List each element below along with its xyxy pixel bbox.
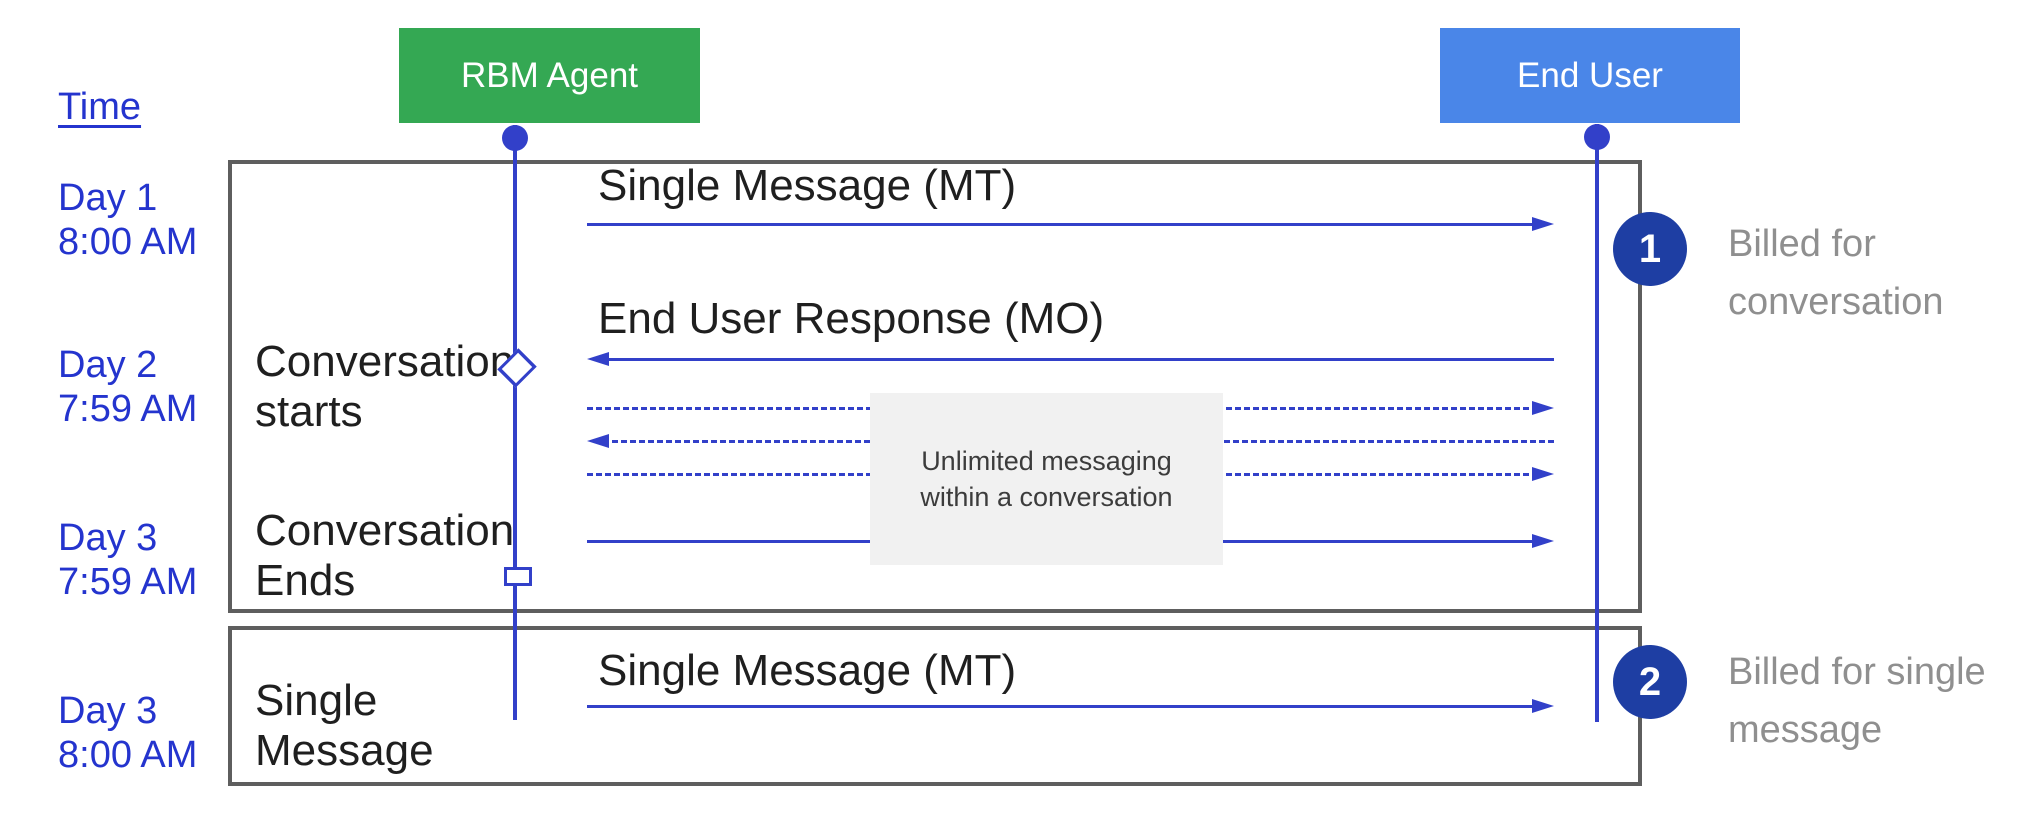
timestamp-time: 7:59 AM xyxy=(58,561,198,603)
arrow-head-right-icon xyxy=(1532,401,1554,415)
arrow-label-end-user-response-mo: End User Response (MO) xyxy=(598,294,1105,343)
arrow-head-right-icon xyxy=(1532,534,1554,548)
arrow-shaft xyxy=(587,705,1538,708)
badge-2: 2 xyxy=(1613,645,1687,719)
timestamp-time: 7:59 AM xyxy=(58,388,198,430)
arrow-head-left-icon xyxy=(587,434,609,448)
timestamp-day: Day 1 xyxy=(58,177,158,219)
unlimited-messaging-note: Unlimited messaging within a conversatio… xyxy=(870,393,1223,565)
conversation-starts-label: Conversation starts xyxy=(255,337,515,436)
time-axis-label: Time xyxy=(58,86,142,128)
timestamp-day1: Day 1 8:00 AM xyxy=(58,176,258,264)
arrow-head-right-icon xyxy=(1532,217,1554,231)
end-user-lifeline xyxy=(1595,124,1599,722)
conversation-ends-label: Conversation Ends xyxy=(255,506,515,605)
end-user-lifeline-dot-icon xyxy=(1584,124,1610,150)
arrow-shaft xyxy=(603,358,1554,361)
timestamp-day2: Day 2 7:59 AM xyxy=(58,343,258,431)
actor-rbm-agent: RBM Agent xyxy=(399,28,700,123)
timestamp-day: Day 3 xyxy=(58,690,158,732)
rbm-agent-lifeline xyxy=(513,125,517,720)
actor-end-user: End User xyxy=(1440,28,1740,123)
timestamp-day: Day 3 xyxy=(58,517,158,559)
timestamp-day: Day 2 xyxy=(58,344,158,386)
timestamp-day3-single: Day 3 8:00 AM xyxy=(58,689,258,777)
arrow-label-single-message-mt-2: Single Message (MT) xyxy=(598,646,1017,695)
arrow-head-right-icon xyxy=(1532,467,1554,481)
arrow-label-single-message-mt: Single Message (MT) xyxy=(598,161,1017,210)
badge-number: 1 xyxy=(1638,226,1662,271)
badge-1: 1 xyxy=(1613,212,1687,286)
conversation-end-square-icon xyxy=(504,567,532,586)
single-message-event-label: Single Message xyxy=(255,676,434,775)
timestamp-day3-end: Day 3 7:59 AM xyxy=(58,516,258,604)
billed-for-single-message-annotation: Billed for single message xyxy=(1728,651,1986,751)
conversation-billing-frame xyxy=(228,160,1642,613)
timestamp-time: 8:00 AM xyxy=(58,221,198,263)
timestamp-time: 8:00 AM xyxy=(58,734,198,776)
rbm-lifeline-dot-icon xyxy=(502,125,528,151)
arrow-head-right-icon xyxy=(1532,699,1554,713)
actor-label: End User xyxy=(1517,55,1663,95)
arrow-shaft xyxy=(587,223,1538,226)
badge-number: 2 xyxy=(1638,659,1662,704)
actor-label: RBM Agent xyxy=(460,55,639,95)
billed-for-conversation-annotation: Billed for conversation xyxy=(1728,223,1944,323)
arrow-head-left-icon xyxy=(587,352,609,366)
